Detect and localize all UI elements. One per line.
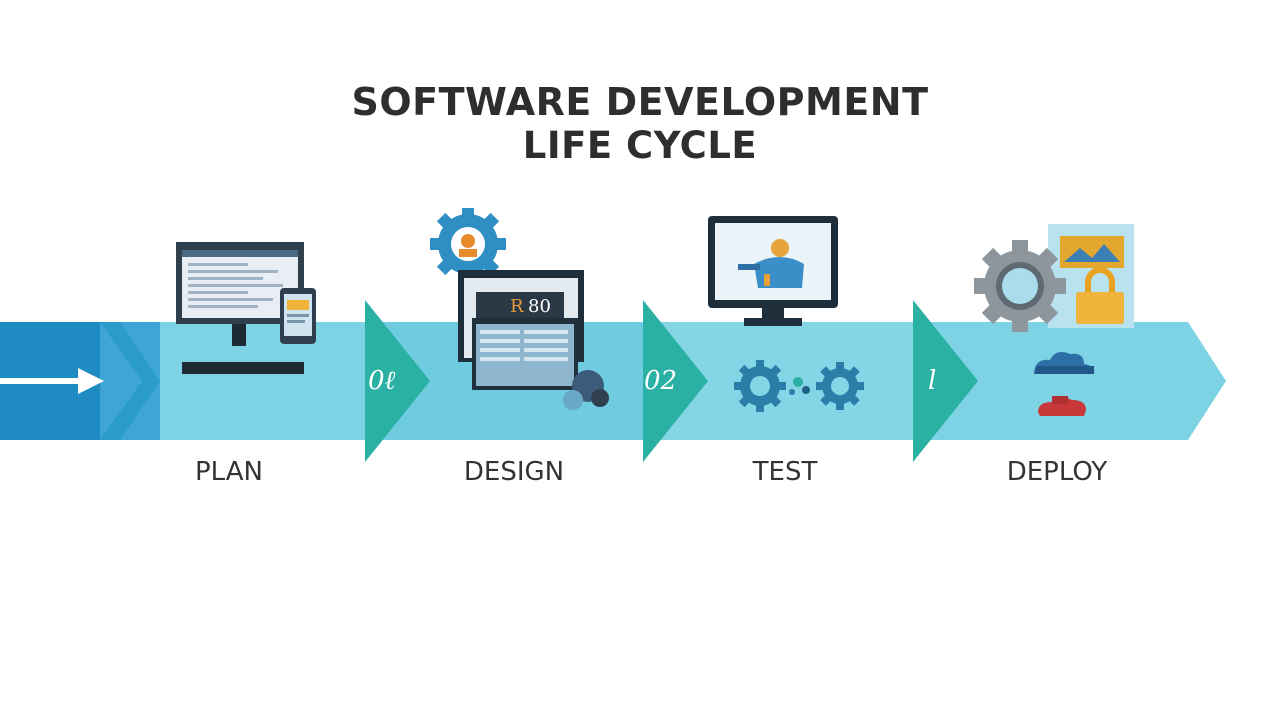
stage-number-design: 0ℓ	[368, 366, 396, 396]
stage-label-test: TEST	[752, 457, 818, 487]
svg-text:80: 80	[528, 296, 551, 317]
stage-label-deploy: DEPLOY	[1006, 457, 1108, 487]
stage-number-test: 02	[644, 366, 678, 396]
gear-lock-cloud-icon	[974, 224, 1134, 416]
start-segment-light	[100, 322, 160, 440]
chevron-test	[643, 300, 708, 462]
gear-window-icon: R 80	[430, 208, 609, 410]
svg-text:R: R	[510, 296, 524, 317]
desktop-tablet-icon	[176, 242, 316, 374]
stage-label-plan: PLAN	[195, 457, 263, 487]
arrow-right-icon	[0, 368, 104, 394]
monitor-gears-icon	[708, 216, 864, 412]
title-line-2: LIFE CYCLE	[522, 124, 758, 167]
start-chevron	[100, 322, 160, 440]
title-line-1: SOFTWARE DEVELOPMENT	[351, 80, 929, 124]
stage-label-design: DESIGN	[463, 457, 565, 487]
chevron-design	[365, 300, 430, 462]
stage-number-deploy: l	[928, 366, 937, 396]
band-segment	[660, 322, 920, 440]
chevron-deploy	[913, 300, 978, 462]
